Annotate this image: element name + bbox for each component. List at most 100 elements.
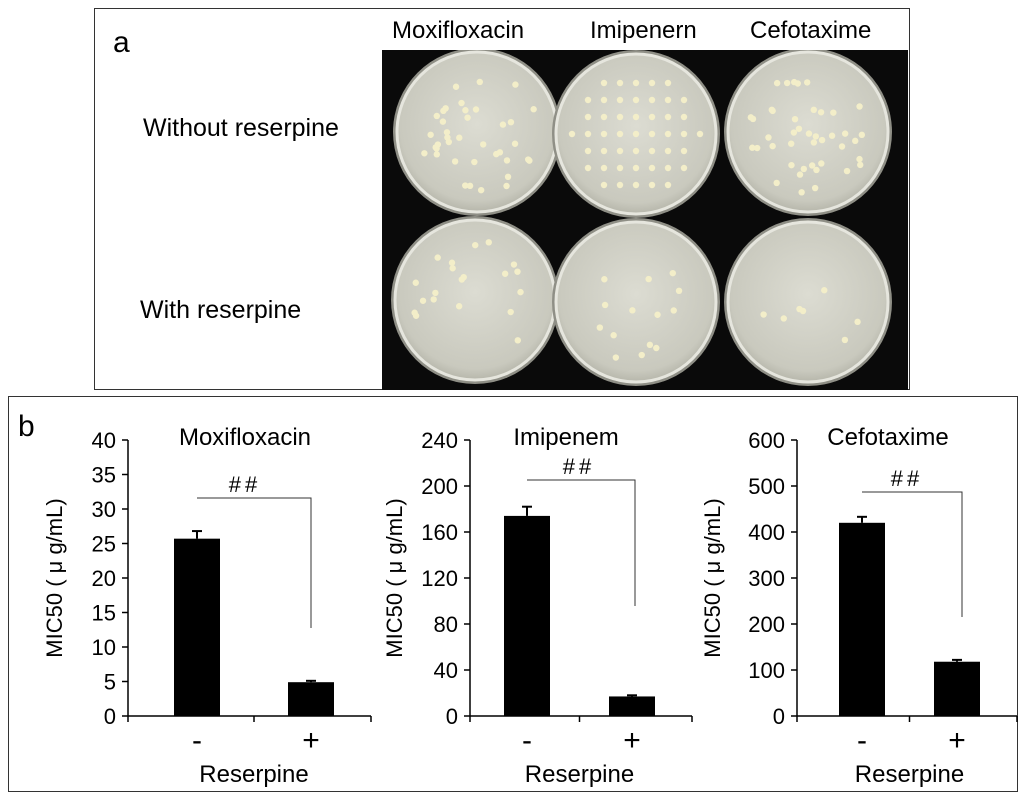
bacterial-colony — [664, 147, 672, 155]
petri-dish — [552, 218, 720, 386]
bacterial-colony — [818, 136, 826, 144]
bacterial-colony — [433, 151, 441, 158]
bacterial-colony — [600, 147, 608, 155]
bacterial-colony — [616, 164, 624, 172]
bacterial-colony — [680, 164, 688, 172]
bacterial-colony — [841, 130, 849, 137]
bacterial-colony — [616, 79, 624, 87]
petri-dish — [724, 218, 892, 386]
bacterial-colony — [517, 288, 524, 296]
bacterial-colony — [584, 164, 592, 172]
bacterial-colony — [600, 96, 608, 104]
bacterial-colony — [616, 113, 624, 121]
bacterial-colony — [464, 114, 471, 121]
bacterial-colony — [813, 166, 820, 174]
bacterial-colony — [830, 109, 837, 116]
bacterial-colony — [434, 141, 442, 148]
bacterial-colony — [584, 113, 592, 121]
bacterial-colony — [507, 308, 514, 316]
bacterial-colony — [629, 307, 636, 314]
bacterial-colony — [654, 311, 661, 318]
bacterial-colony — [430, 296, 437, 303]
bacterial-colony — [803, 79, 811, 86]
bacterial-colony — [780, 315, 787, 322]
bacterial-colony — [648, 164, 656, 172]
bacterial-colony — [616, 130, 624, 138]
panel-a-letter: a — [113, 26, 130, 59]
bacterial-colony — [648, 113, 656, 121]
bacterial-colony — [760, 311, 767, 318]
bacterial-colony — [444, 134, 451, 141]
bacterial-colony — [747, 114, 755, 121]
bacterial-colony — [648, 147, 656, 155]
petri-dish-image — [391, 50, 892, 386]
bacterial-colony — [504, 173, 512, 181]
bacterial-colony — [452, 83, 460, 90]
bacterial-colony — [632, 164, 640, 172]
bacterial-colony — [810, 139, 818, 146]
bacterial-colony — [600, 113, 608, 121]
bacterial-colony — [791, 115, 799, 123]
bacterial-colony — [638, 351, 645, 359]
petri-dish — [552, 50, 720, 218]
bacterial-colony — [632, 147, 640, 155]
bacterial-colony — [632, 181, 640, 189]
bacterial-colony — [841, 336, 849, 344]
bacterial-colony — [616, 147, 624, 155]
bacterial-colony — [664, 96, 672, 104]
bacterial-colony — [790, 129, 798, 136]
bacterial-colony — [852, 137, 859, 145]
bacterial-colony — [798, 189, 805, 196]
bacterial-colony — [670, 307, 677, 314]
bacterial-colony — [680, 96, 688, 104]
bacterial-colony — [812, 133, 820, 140]
bacterial-colony — [480, 141, 487, 148]
petri-dish-photo — [382, 50, 908, 390]
bacterial-colony — [854, 318, 861, 326]
bacterial-colony — [501, 270, 509, 277]
bacterial-colony — [434, 254, 441, 261]
bacterial-colony — [485, 239, 492, 246]
bacterial-colony — [451, 158, 459, 165]
bacterial-colony — [632, 79, 640, 87]
bacterial-colony — [632, 96, 640, 104]
bacterial-colony — [696, 130, 704, 138]
petri-dish — [391, 216, 559, 384]
bacterial-colony — [476, 78, 483, 86]
bacterial-colony — [749, 144, 756, 151]
bacterial-colony — [616, 181, 624, 189]
bacterial-colony — [462, 107, 469, 114]
bacterial-colony — [530, 106, 537, 113]
column-label-moxifloxacin: Moxifloxacin — [392, 17, 525, 44]
bacterial-colony — [449, 265, 456, 272]
bacterial-colony — [600, 79, 608, 87]
bacterial-colony — [648, 130, 656, 138]
bacterial-colony — [503, 157, 511, 164]
bacterial-colony — [680, 147, 688, 155]
bacterial-colony — [818, 160, 825, 167]
bacterial-colony — [448, 259, 456, 266]
bacterial-colony — [648, 96, 656, 104]
bacterial-colony — [773, 79, 781, 87]
bacterial-colony — [675, 287, 683, 295]
bacterial-colony — [817, 109, 825, 116]
panel-b — [8, 396, 1018, 792]
petri-dish — [724, 50, 892, 216]
bacterial-colony — [664, 164, 672, 172]
bacterial-colony — [646, 341, 654, 349]
bacterial-colony — [808, 162, 816, 169]
bacterial-colony — [664, 79, 672, 87]
bacterial-colony — [610, 332, 617, 339]
bacterial-colony — [768, 106, 775, 114]
column-label-cefotaxime: Cefotaxime — [750, 17, 872, 44]
bacterial-colony — [455, 303, 463, 310]
bacterial-colony — [600, 164, 608, 172]
bacterial-colony — [419, 297, 427, 304]
bacterial-colony — [857, 161, 864, 169]
bacterial-colony — [664, 130, 672, 138]
petri-dish — [393, 50, 561, 216]
bacterial-colony — [783, 79, 791, 87]
bacterial-colony — [412, 279, 419, 286]
bacterial-colony — [648, 79, 656, 87]
bacterial-colony — [596, 324, 604, 331]
